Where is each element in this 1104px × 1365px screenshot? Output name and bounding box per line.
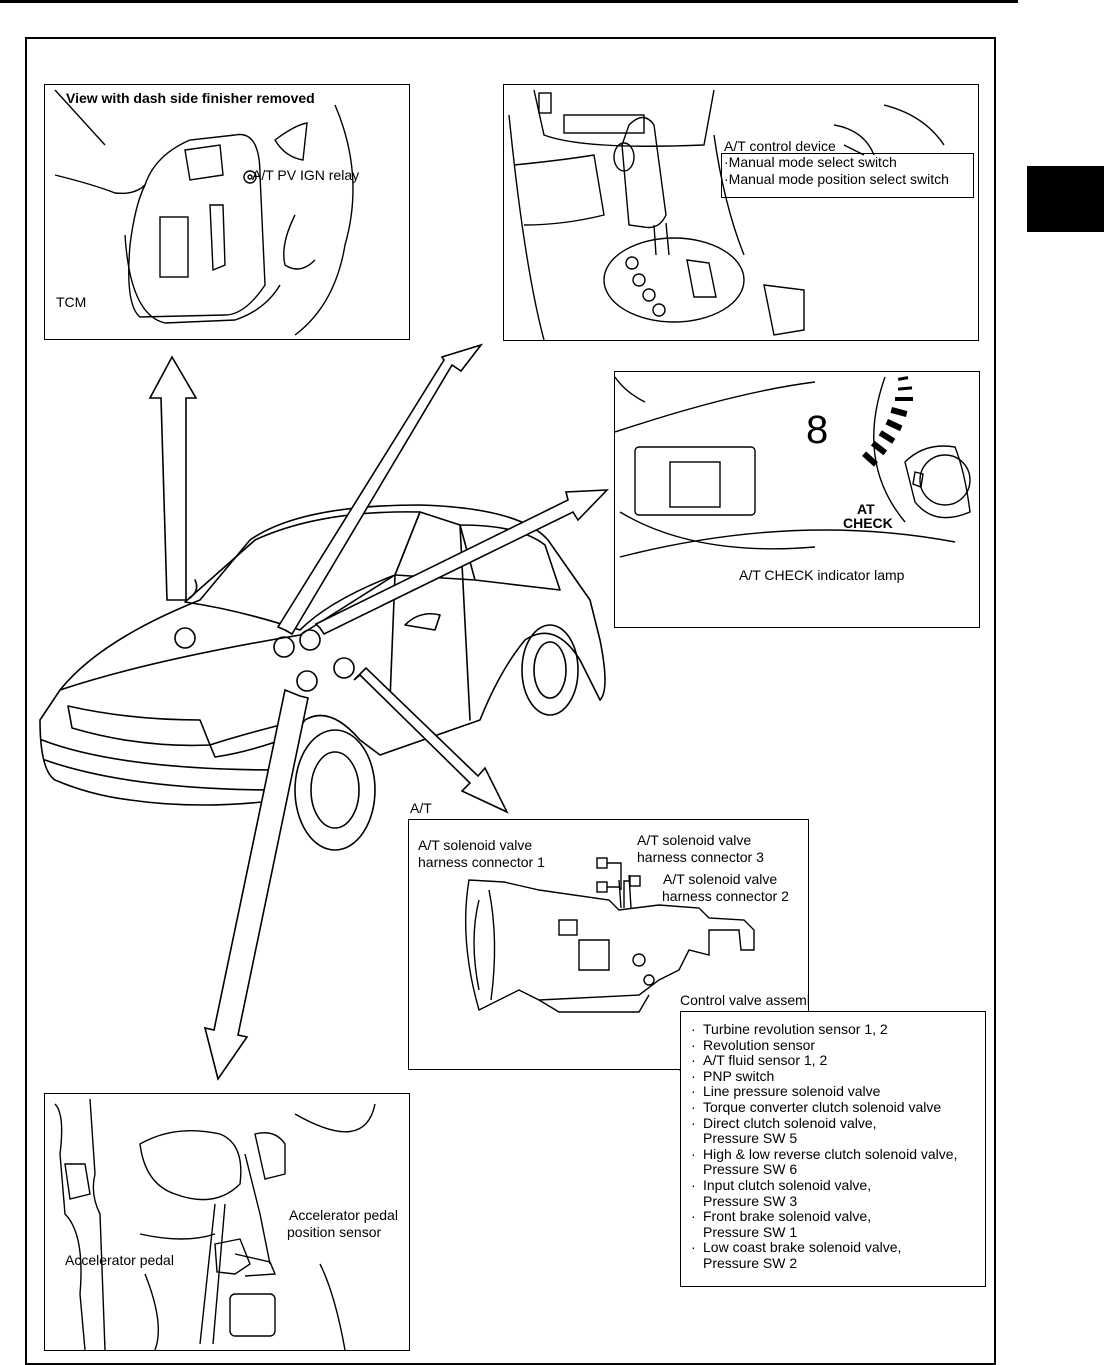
pedal-sensor-line1: Accelerator pedal bbox=[289, 1207, 398, 1223]
at-title: A/T bbox=[410, 800, 432, 816]
arrow-to-pedal bbox=[203, 688, 309, 1081]
list-item-cont: Pressure SW 3 bbox=[703, 1192, 798, 1209]
meter-panel: 8 AT CHECK A/T CHECK indicator lamp bbox=[614, 371, 980, 628]
pedal-sensor-line2: position sensor bbox=[287, 1224, 382, 1240]
at-check-lamp-label: A/T CHECK indicator lamp bbox=[739, 567, 905, 583]
tcm-illustration bbox=[54, 89, 354, 336]
diagram-frame bbox=[25, 37, 996, 1365]
relay-label: A/T PV IGN relay bbox=[252, 167, 360, 183]
car-body bbox=[39, 504, 606, 806]
connector2-line2: harness connector 2 bbox=[662, 888, 789, 904]
control-valve-component-list: Turbine revolution sensor 1, 2 Revolutio… bbox=[680, 1011, 986, 1287]
connector1-line2: harness connector 1 bbox=[418, 854, 545, 870]
control-valve-label: Control valve assembly bbox=[680, 992, 808, 1008]
list-item: Turbine revolution sensor 1, 2 bbox=[681, 1021, 985, 1038]
loc-at-marker bbox=[333, 657, 355, 679]
control-device-label: A/T control device bbox=[724, 138, 836, 154]
list-item-cont: Pressure SW 5 bbox=[703, 1130, 798, 1147]
list-item: Torque converter clutch solenoid valve bbox=[681, 1099, 985, 1116]
list-item-cont: Pressure SW 1 bbox=[703, 1223, 798, 1240]
tcm-panel: View with dash side finisher removed A/T… bbox=[44, 84, 410, 340]
combination-meter-illustration bbox=[615, 376, 971, 558]
mirror bbox=[404, 612, 441, 631]
arrow-to-at bbox=[353, 666, 509, 814]
pedal-panel: Accelerator pedal position sensor Accele… bbox=[44, 1093, 410, 1351]
shift-lever-illustration bbox=[508, 89, 945, 340]
connector3-line1: A/T solenoid valve bbox=[637, 832, 752, 848]
windshield bbox=[184, 511, 421, 631]
meter-digit: 8 bbox=[806, 408, 829, 452]
connector1-line1: A/T solenoid valve bbox=[418, 837, 533, 853]
page-top-rule bbox=[0, 0, 1018, 3]
list-item: PNP switch bbox=[681, 1068, 985, 1085]
bumper bbox=[41, 739, 281, 791]
control-device-item-list: ·Manual mode select switch ·Manual mode … bbox=[721, 153, 974, 198]
list-item-cont: Pressure SW 6 bbox=[703, 1161, 798, 1178]
arrow-to-console bbox=[276, 343, 484, 636]
arrow-to-meter bbox=[314, 489, 609, 636]
list-item: A/T fluid sensor 1, 2 bbox=[681, 1053, 985, 1069]
loc-tcm-marker bbox=[174, 627, 196, 649]
list-item: Input clutch solenoid valve, bbox=[681, 1177, 985, 1194]
list-item: Line pressure solenoid valve bbox=[681, 1084, 985, 1100]
control-device-item: ·Manual mode select switch bbox=[724, 154, 897, 170]
list-item: Front brake solenoid valve, bbox=[681, 1209, 985, 1225]
control-device-item: ·Manual mode position select switch bbox=[724, 171, 949, 187]
hood-line bbox=[59, 574, 396, 691]
loc-console-marker bbox=[273, 636, 295, 658]
pedal-label: Accelerator pedal bbox=[65, 1252, 174, 1268]
at-check-bottom: CHECK bbox=[843, 515, 893, 531]
section-tab bbox=[1027, 166, 1104, 232]
tcm-label: TCM bbox=[56, 294, 87, 310]
loc-pedal-marker bbox=[296, 670, 318, 692]
loc-meter-marker bbox=[299, 629, 321, 651]
console-panel: A/T control device ·Manual mode select s… bbox=[503, 84, 979, 341]
list-item: High & low reverse clutch solenoid valve… bbox=[681, 1146, 985, 1163]
grille bbox=[67, 705, 211, 747]
list-item-cont: Pressure SW 2 bbox=[703, 1254, 798, 1271]
arrow-to-tcm bbox=[148, 355, 198, 601]
accelerator-pedal-illustration bbox=[54, 1098, 376, 1350]
tcm-panel-title: View with dash side finisher removed bbox=[66, 90, 315, 106]
rear-wheel bbox=[521, 624, 579, 716]
transmission-illustration bbox=[464, 857, 755, 1013]
at-check-top: AT bbox=[857, 501, 875, 517]
front-wheel bbox=[294, 729, 376, 851]
list-item: Low coast brake solenoid valve, bbox=[681, 1240, 985, 1256]
list-item: Revolution sensor bbox=[681, 1037, 985, 1054]
connector3-line2: harness connector 3 bbox=[637, 849, 764, 865]
list-item: Direct clutch solenoid valve, bbox=[681, 1115, 985, 1132]
connector2-line1: A/T solenoid valve bbox=[663, 871, 778, 887]
